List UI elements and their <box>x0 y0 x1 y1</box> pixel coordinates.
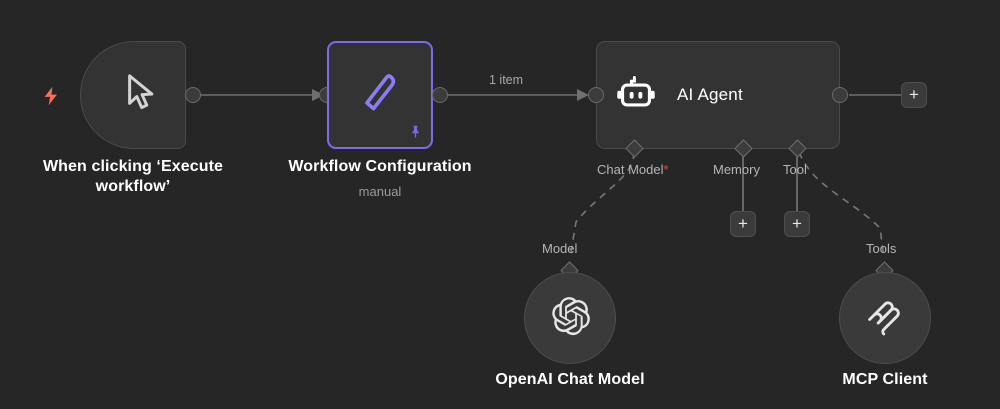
connection-label-items: 1 item <box>489 73 524 87</box>
pencil-edit-icon <box>357 70 403 121</box>
port-config-output[interactable] <box>432 87 448 103</box>
node-openai-chat-model[interactable] <box>524 272 616 364</box>
node-ai-agent[interactable]: AI Agent <box>596 41 840 149</box>
node-workflow-configuration[interactable] <box>327 41 433 149</box>
node-label-mcp-client: MCP Client <box>842 371 928 388</box>
port-agent-output[interactable] <box>832 87 848 103</box>
port-agent-input[interactable] <box>588 87 604 103</box>
port-trigger-output[interactable] <box>185 87 201 103</box>
node-label-workflow-configuration: Workflow Configuration <box>288 158 472 175</box>
node-sublabel-workflow-configuration: manual <box>358 184 402 199</box>
robot-icon <box>615 74 657 116</box>
cursor-icon <box>120 72 162 119</box>
mcp-icon <box>863 294 907 343</box>
node-label-openai-chat-model: OpenAI Chat Model <box>495 371 645 388</box>
add-node-button-tool[interactable]: + <box>784 211 810 237</box>
port-label-tool: Tool <box>783 162 807 177</box>
port-label-chat-model-text: Chat Model <box>597 162 664 177</box>
openai-icon <box>548 294 592 343</box>
node-manual-trigger[interactable] <box>80 41 186 149</box>
port-label-memory: Memory <box>713 162 760 177</box>
pin-icon <box>408 124 423 140</box>
port-label-model: Model <box>542 241 578 256</box>
node-mcp-client[interactable] <box>839 272 931 364</box>
add-node-button-agent-output[interactable]: + <box>901 82 927 108</box>
port-label-tools: Tools <box>866 241 897 256</box>
port-label-chat-model: Chat Model* <box>597 162 669 177</box>
required-asterisk-icon: * <box>663 162 669 177</box>
node-label-manual-trigger: When clicking ‘Execute workflow’ <box>42 158 224 196</box>
node-title-ai-agent: AI Agent <box>677 85 743 104</box>
add-node-button-memory[interactable]: + <box>730 211 756 237</box>
lightning-bolt-icon <box>40 83 62 109</box>
